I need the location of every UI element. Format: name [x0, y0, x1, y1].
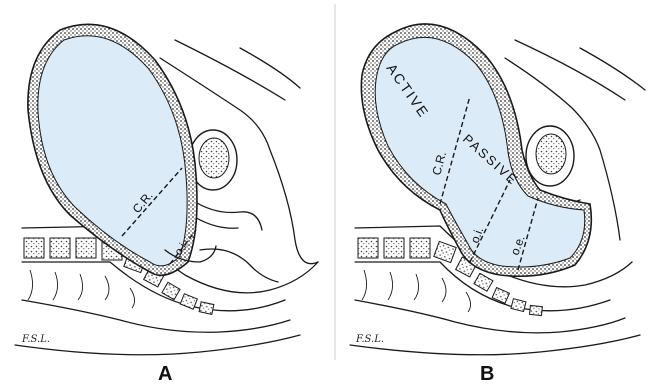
signature-a: F.S.L.: [21, 334, 50, 345]
uterine-cavity-a: [38, 36, 187, 266]
panel-letter-b: B: [480, 363, 494, 385]
panel-letter-a: A: [158, 363, 172, 385]
panel-a: C.R. o.i. F.S.L. A: [15, 24, 318, 385]
signature-b: F.S.L.: [355, 334, 384, 345]
panel-b: ACTIVE C.R. PASSIVE o.i. o.e. F.S.L. B: [350, 24, 645, 385]
